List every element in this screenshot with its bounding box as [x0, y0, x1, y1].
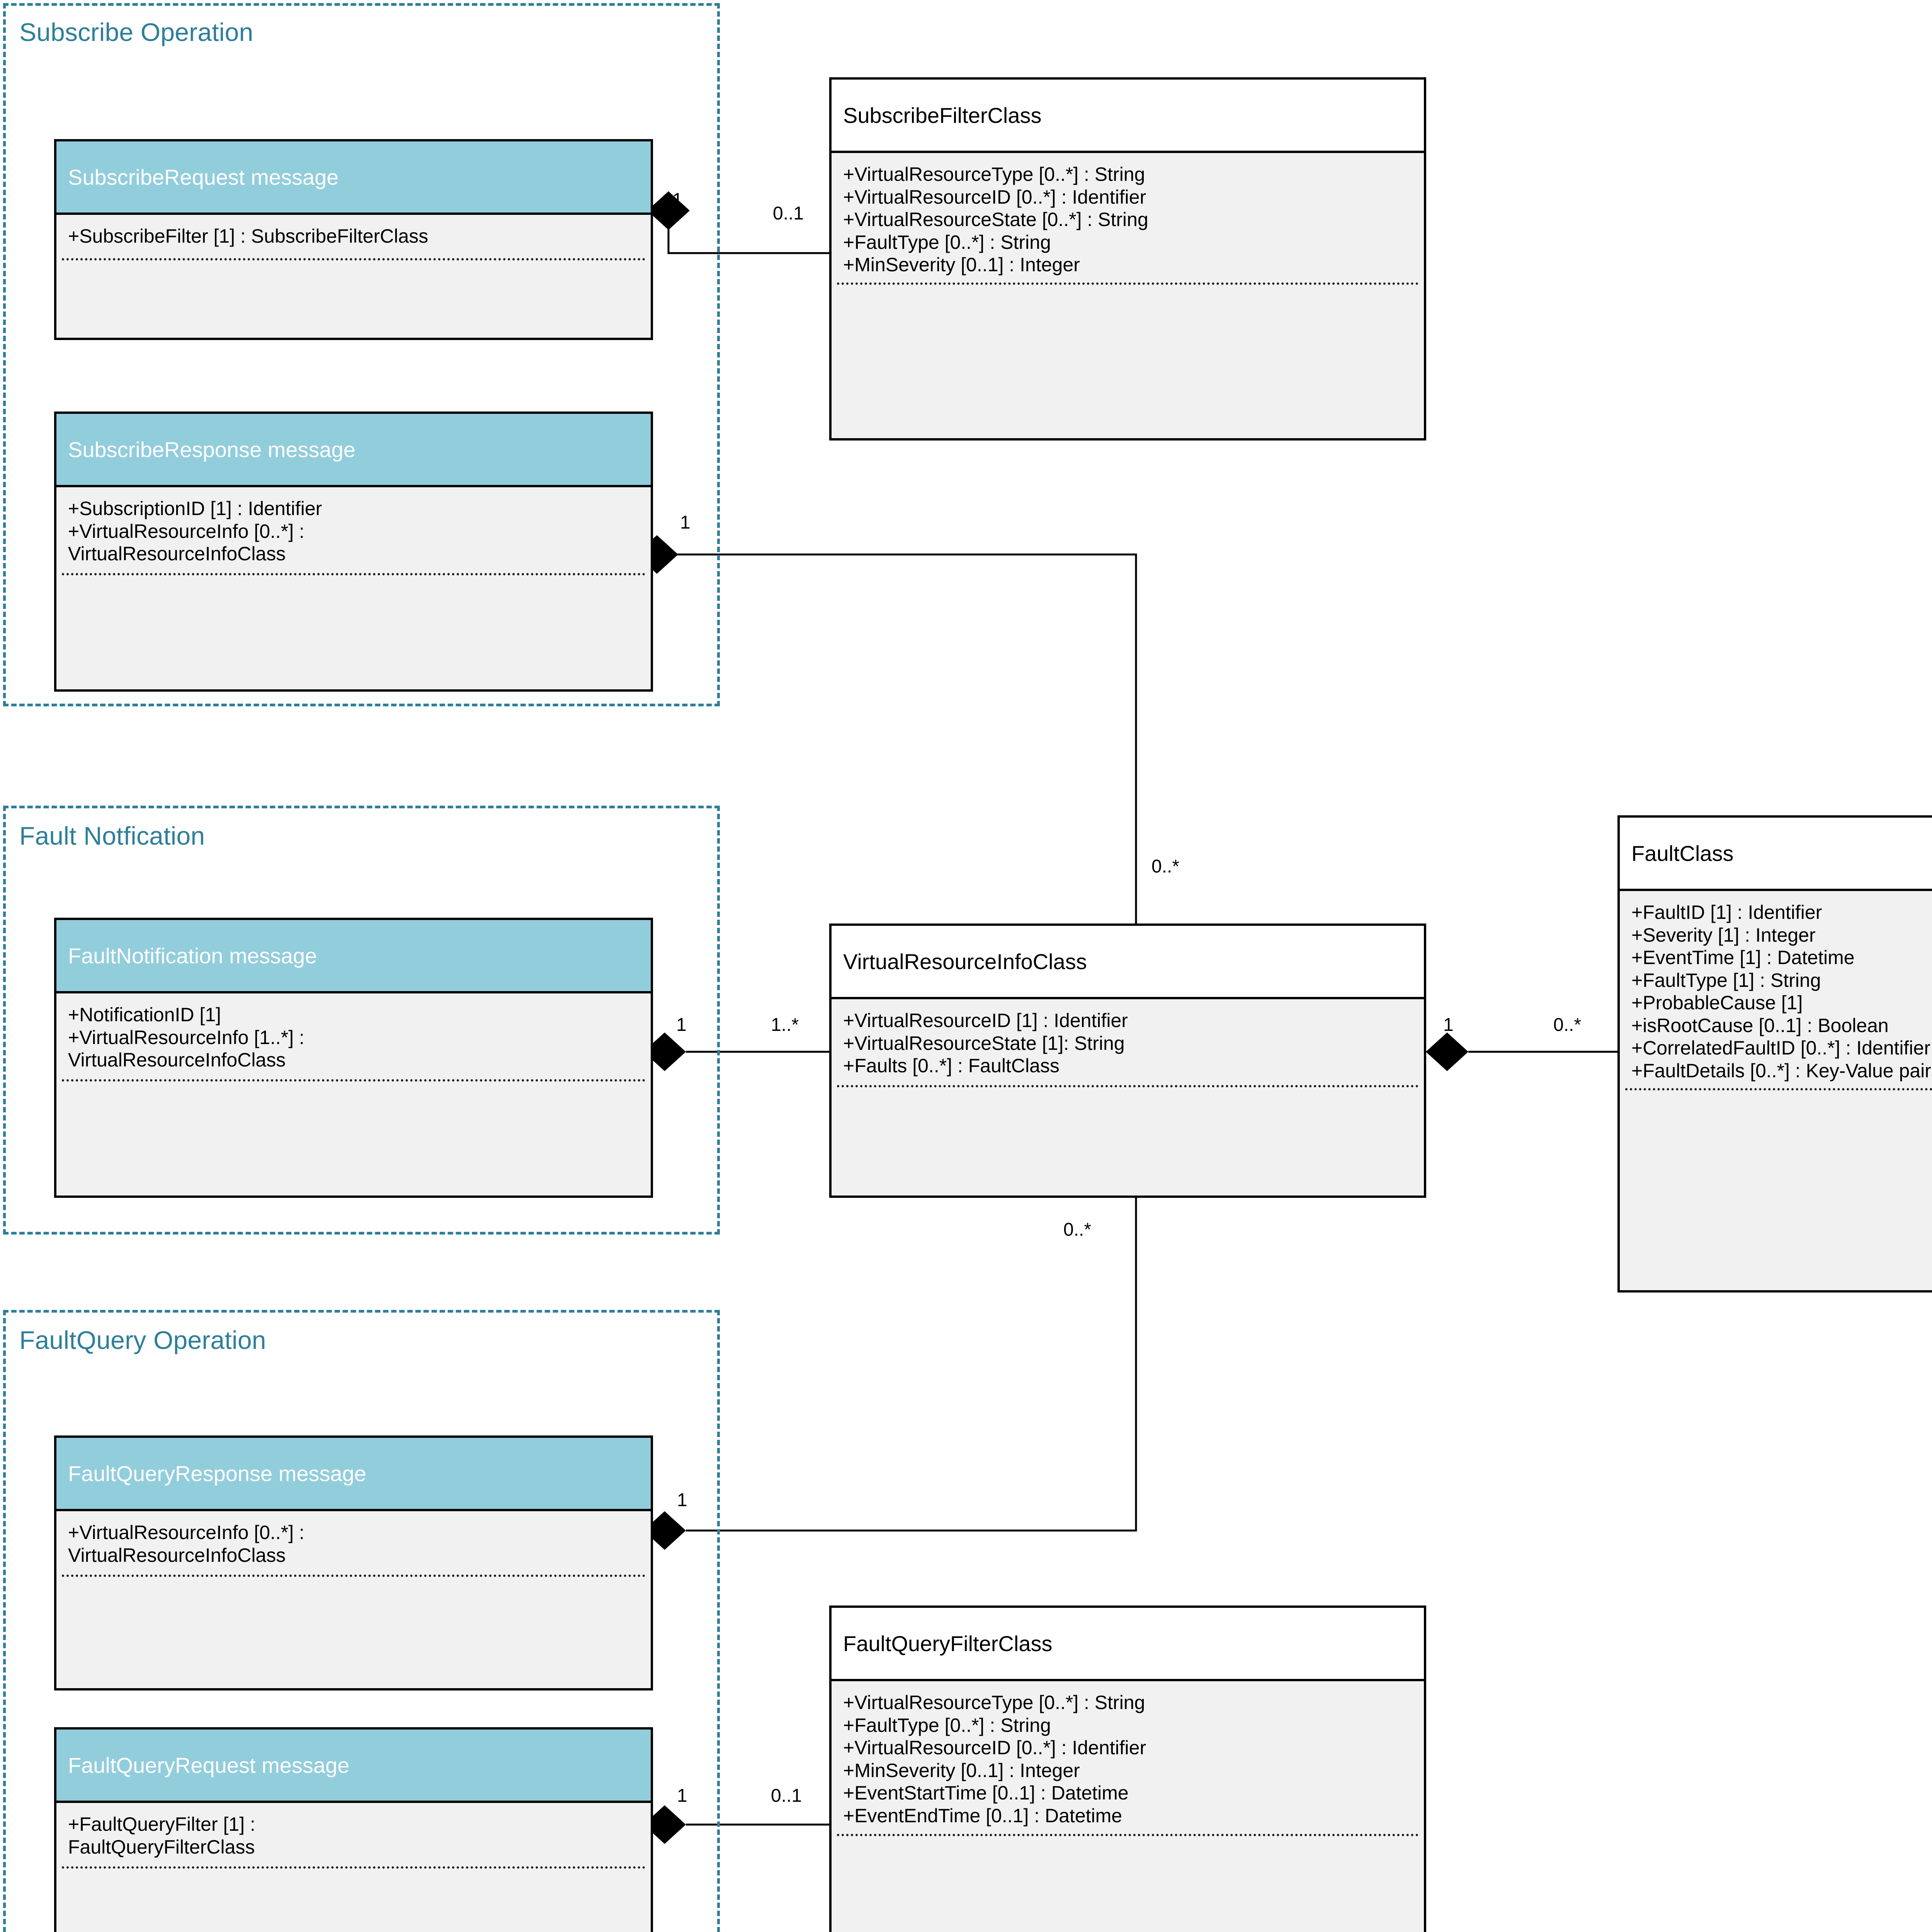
attribute-row: +EventStartTime [0..1] : Datetime [843, 1782, 1129, 1804]
attribute-row: +FaultType [0..*] : String [843, 231, 1051, 253]
attribute-row: +EventTime [1] : Datetime [1631, 947, 1855, 968]
box-faultqueryrequest-message[interactable]: FaultQueryRequest message +FaultQueryFil… [54, 1727, 653, 1932]
attribute-row: +FaultID [1] : Identifier [1631, 901, 1822, 923]
multiplicity-label-subscriberequest-source: 1 [672, 190, 683, 210]
box-body-subscriberequest-message: +SubscribeFilter [1] : SubscribeFilterCl… [56, 215, 651, 338]
attribute-row: +SubscribeFilter [1] : SubscribeFilterCl… [68, 225, 429, 247]
attribute-row: +isRootCause [0..1] : Boolean [1631, 1014, 1889, 1036]
attribute-row: +ProbableCause [1] [1631, 992, 1803, 1014]
box-body-subscribefilterclass: +VirtualResourceType [0..*] : String +Vi… [832, 153, 1424, 438]
operations-separator [62, 1866, 645, 1869]
box-faultqueryfilterclass[interactable]: FaultQueryFilterClass +VirtualResourceTy… [829, 1605, 1426, 1932]
multiplicity-label-faultclass-target: 0..* [1553, 1015, 1582, 1035]
box-title-virtualresourceinfoclass: VirtualResourceInfoClass [832, 926, 1424, 999]
attribute-row: +VirtualResourceState [1]: String [843, 1032, 1125, 1054]
box-faultnotification-message[interactable]: FaultNotification message +NotificationI… [54, 918, 653, 1198]
box-title-faultclass: FaultClass [1620, 818, 1932, 891]
attribute-row: VirtualResourceInfoClass [68, 543, 286, 565]
attribute-row: +VirtualResourceInfo [0..*] : [68, 1522, 304, 1543]
operations-separator [62, 1575, 645, 1577]
attribute-row: VirtualResourceInfoClass [68, 1049, 286, 1071]
box-title-faultqueryfilterclass: FaultQueryFilterClass [832, 1608, 1424, 1681]
attribute-row: +FaultType [0..*] : String [843, 1714, 1051, 1736]
box-faultqueryresponse-message[interactable]: FaultQueryResponse message +VirtualResou… [54, 1435, 653, 1690]
attribute-row: +EventEndTime [0..1] : Datetime [843, 1804, 1122, 1827]
operations-separator [837, 1834, 1418, 1836]
box-subscribefilterclass[interactable]: SubscribeFilterClass +VirtualResourceTyp… [829, 77, 1426, 440]
box-body-faultqueryfilterclass: +VirtualResourceType [0..*] : String +Fa… [832, 1681, 1424, 1932]
operations-separator [837, 1085, 1418, 1087]
operations-separator [62, 1079, 645, 1082]
multiplicity-label-subscribefilterclass-target: 0..1 [773, 203, 804, 224]
group-title-fault-notification: Fault Notfication [19, 821, 205, 850]
box-body-faultqueryresponse-message: +VirtualResourceInfo [0..*] : VirtualRes… [56, 1511, 651, 1688]
multiplicity-label-faultqueryresponse-source: 1 [677, 1490, 687, 1510]
multiplicity-label-virtualresourceinfoclass-right-source: 1 [1443, 1015, 1454, 1035]
association-virtualresourceinfoclass-faultclass [1426, 1032, 1617, 1071]
attribute-row: +VirtualResourceInfo [0..*] : [68, 520, 304, 542]
attribute-row: +Severity [1] : Integer [1631, 924, 1816, 946]
attribute-row: VirtualResourceInfoClass [68, 1544, 286, 1566]
multiplicity-label-faultqueryrequest-source: 1 [677, 1786, 687, 1806]
operations-separator [837, 282, 1418, 285]
box-body-subscriberesponse-message: +SubscriptionID [1] : Identifier +Virtua… [56, 487, 651, 689]
box-subscriberesponse-message[interactable]: SubscribeResponse message +SubscriptionI… [54, 412, 653, 692]
attribute-row: +VirtualResourceInfo [1..*] : [68, 1026, 304, 1048]
attribute-row: +FaultDetails [0..*] : Key-Value pairs [1631, 1060, 1932, 1082]
attribute-row: +VirtualResourceType [0..*] : String [843, 163, 1145, 185]
box-title-subscriberesponse-message: SubscribeResponse message [56, 414, 651, 487]
attribute-row: FaultQueryFilterClass [68, 1836, 255, 1858]
attribute-row: +FaultType [1] : String [1631, 969, 1821, 991]
attribute-row: +VirtualResourceID [1] : Identifier [843, 1010, 1128, 1031]
multiplicity-label-virtualresourceinfoclass-top-target: 0..* [1151, 856, 1180, 877]
box-title-subscribefilterclass: SubscribeFilterClass [832, 80, 1424, 153]
group-title-faultquery-operation: FaultQuery Operation [19, 1326, 266, 1354]
box-title-faultqueryresponse-message: FaultQueryResponse message [56, 1438, 651, 1511]
box-title-faultnotification-message: FaultNotification message [56, 920, 651, 993]
attribute-row: +VirtualResourceState [0..*] : String [843, 209, 1148, 230]
multiplicity-label-virtualresourceinfoclass-bottom-target: 0..* [1063, 1219, 1092, 1240]
box-virtualresourceinfoclass[interactable]: VirtualResourceInfoClass +VirtualResourc… [829, 923, 1426, 1198]
attribute-row: +FaultQueryFilter [1] : [68, 1813, 255, 1835]
multiplicity-label-faultnotification-source: 1 [676, 1015, 687, 1035]
multiplicity-label-virtualresourceinfoclass-left-target: 1..* [771, 1015, 799, 1035]
attribute-row: +VirtualResourceID [0..*] : Identifier [843, 1737, 1146, 1759]
operations-separator [62, 258, 645, 260]
attribute-row: +Faults [0..*] : FaultClass [843, 1055, 1060, 1077]
group-frame-faultquery-operation [3, 1310, 720, 1932]
box-body-faultqueryrequest-message: +FaultQueryFilter [1] : FaultQueryFilter… [56, 1803, 651, 1932]
attribute-row: +CorrelatedFaultID [0..*] : Identifier [1631, 1037, 1930, 1059]
box-faultclass[interactable]: FaultClass +FaultID [1] : Identifier +Se… [1617, 815, 1932, 1293]
multiplicity-label-subscriberesponse-source: 1 [680, 512, 690, 533]
box-body-faultnotification-message: +NotificationID [1] +VirtualResourceInfo… [56, 993, 651, 1196]
box-title-subscriberequest-message: SubscribeRequest message [56, 141, 651, 215]
group-title-subscribe-operation: Subscribe Operation [19, 18, 253, 46]
attribute-row: +MinSeverity [0..1] : Integer [843, 254, 1080, 276]
multiplicity-label-faultqueryfilterclass-target: 0..1 [771, 1786, 802, 1806]
operations-separator [62, 573, 645, 575]
attribute-row: +MinSeverity [0..1] : Integer [843, 1759, 1080, 1781]
box-title-faultqueryrequest-message: FaultQueryRequest message [56, 1730, 651, 1803]
attribute-row: +NotificationID [1] [68, 1004, 221, 1026]
operations-separator [1625, 1088, 1932, 1090]
attribute-row: +VirtualResourceType [0..*] : String [843, 1692, 1145, 1713]
box-body-virtualresourceinfoclass: +VirtualResourceID [1] : Identifier +Vir… [832, 999, 1424, 1196]
group-frame-subscribe-operation [3, 3, 720, 706]
box-subscriberequest-message[interactable]: SubscribeRequest message +SubscribeFilte… [54, 139, 653, 340]
box-body-faultclass: +FaultID [1] : Identifier +Severity [1] … [1620, 891, 1932, 1290]
group-frame-fault-notification [3, 806, 720, 1235]
attribute-row: +VirtualResourceID [0..*] : Identifier [843, 186, 1146, 208]
attribute-row: +SubscriptionID [1] : Identifier [68, 498, 322, 519]
